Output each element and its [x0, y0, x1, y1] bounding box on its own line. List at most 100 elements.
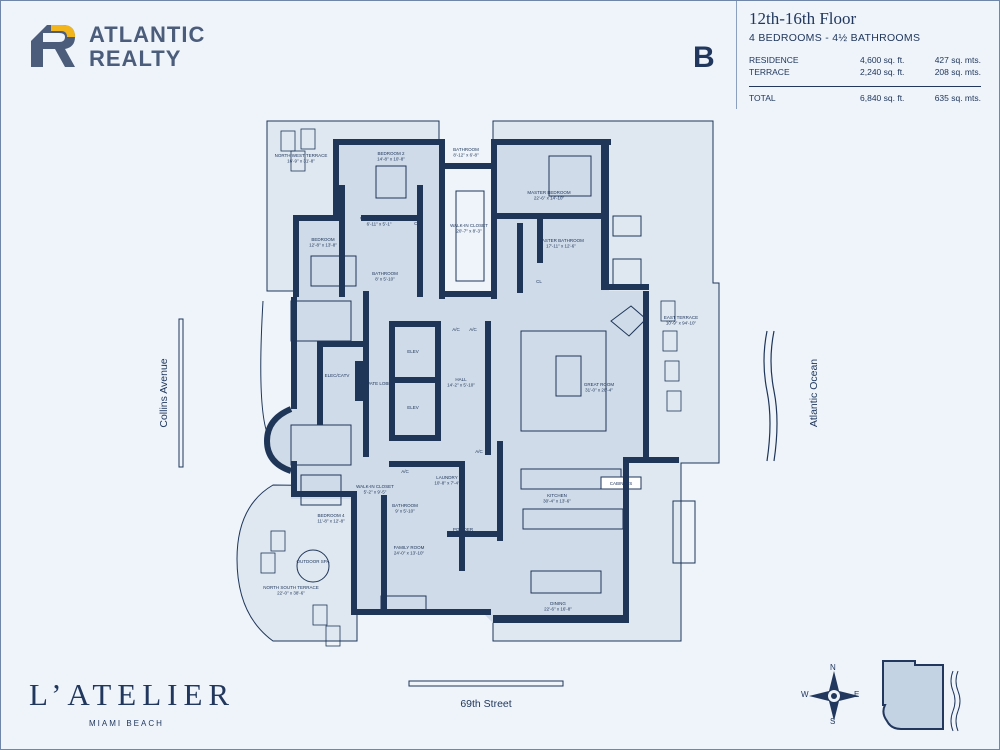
ocean-wave-1 [763, 330, 771, 462]
dining-table [530, 570, 602, 594]
atlantic-realty-logo-icon [31, 25, 75, 67]
wall-11 [643, 291, 649, 463]
room-label-ac2: A/C [469, 327, 477, 332]
wall-22 [389, 321, 441, 327]
closet-island [455, 190, 485, 282]
wall-34 [317, 341, 323, 425]
project-name: L’ATELIER [29, 677, 236, 712]
lounger-1 [290, 150, 306, 172]
compass-rose-icon [809, 671, 859, 721]
area-row-terrace: TERRACE 2,240 sq. ft. 208 sq. mts. [749, 67, 981, 77]
room-label-cabinets: CABINETS [610, 481, 633, 486]
wall-29 [339, 185, 345, 297]
lounger-2 [300, 128, 316, 150]
wall-28 [441, 291, 497, 297]
lounger-4 [260, 552, 276, 574]
outdoor-spa-tub [296, 549, 330, 583]
furniture [260, 128, 696, 647]
wall-39 [447, 531, 497, 537]
coffee-table [555, 355, 582, 397]
wall-7 [491, 139, 497, 299]
wall-30 [417, 185, 423, 297]
lounger-6 [325, 625, 341, 647]
bed-4 [300, 474, 342, 506]
wall-13 [623, 457, 629, 623]
wall-10 [601, 284, 649, 290]
project-location: MIAMI BEACH [89, 719, 164, 728]
room-label-elev2: ELEV [407, 405, 419, 410]
lounger-9 [664, 360, 680, 382]
lounger-10 [666, 390, 682, 412]
wall-26 [485, 321, 491, 455]
wall-5 [361, 215, 421, 221]
terrace-dining-table [672, 500, 696, 564]
street-label-69th: 69th Street [460, 698, 512, 710]
area-row-total: TOTAL 6,840 sq. ft. 635 sq. mts. [749, 86, 981, 104]
street-label-ocean: Atlantic Ocean [808, 358, 820, 428]
bedrooms-bathrooms: 4 BEDROOMS - 4½ BATHROOMS [749, 32, 921, 44]
brand-name: ATLANTIC REALTY [89, 23, 205, 71]
area-table: RESIDENCE 4,600 sq. ft. 427 sq. mts. TER… [749, 54, 981, 104]
west-arc-line [260, 300, 272, 442]
cabinets-box [600, 476, 642, 490]
walls [263, 120, 679, 623]
brand-line-1: ATLANTIC [89, 22, 206, 47]
wall-4 [293, 215, 299, 297]
wall-9 [601, 139, 609, 289]
room-label-ac4: A/C [475, 449, 483, 454]
lounger-7 [660, 300, 676, 322]
wall-1 [491, 139, 611, 145]
brand-line-2: REALTY [89, 46, 182, 71]
room-label-ac1: A/C [452, 327, 460, 332]
wall-32 [537, 213, 543, 263]
collins-avenue-line [178, 318, 184, 468]
unit-letter: B [693, 41, 715, 74]
compass-n: N [830, 663, 836, 672]
street-label-collins: Collins Avenue [158, 358, 170, 428]
terrace-outline-nw [267, 120, 440, 139]
wall-19 [291, 297, 297, 409]
area-row-residence: RESIDENCE 4,600 sq. ft. 427 sq. mts. [749, 55, 981, 65]
room-label-outdoor-spa: OUTDOOR SPA [297, 559, 330, 564]
wall-27 [517, 223, 523, 293]
wall-0 [333, 139, 441, 145]
master-bed [548, 155, 592, 197]
wall-18 [291, 461, 297, 497]
room-label-private-lobby: PRIVATE LOBBY [360, 381, 395, 386]
wall-16 [351, 491, 357, 615]
wall-36 [389, 461, 459, 467]
room-label-ac3: A/C [401, 469, 409, 474]
room-label-cl2: CL [536, 279, 542, 284]
lounger-0 [280, 130, 296, 152]
street-lines [178, 318, 778, 687]
69th-street-line [408, 680, 564, 687]
wall-23 [389, 435, 441, 441]
key-plan-icon [882, 660, 961, 732]
unit-info-panel: 12th-16th Floor 4 BEDROOMS - 4½ BATHROOM… [736, 1, 986, 109]
compass-w: W [801, 690, 809, 699]
wall-west-curve [263, 406, 293, 474]
wall-35 [355, 361, 363, 401]
wall-20 [363, 291, 369, 457]
sofa-great-room [520, 330, 607, 432]
wall-12 [623, 457, 679, 463]
room-label-elev1: ELEV [407, 349, 419, 354]
bed-2 [375, 165, 407, 199]
room-label-cl1: CL [414, 221, 420, 226]
